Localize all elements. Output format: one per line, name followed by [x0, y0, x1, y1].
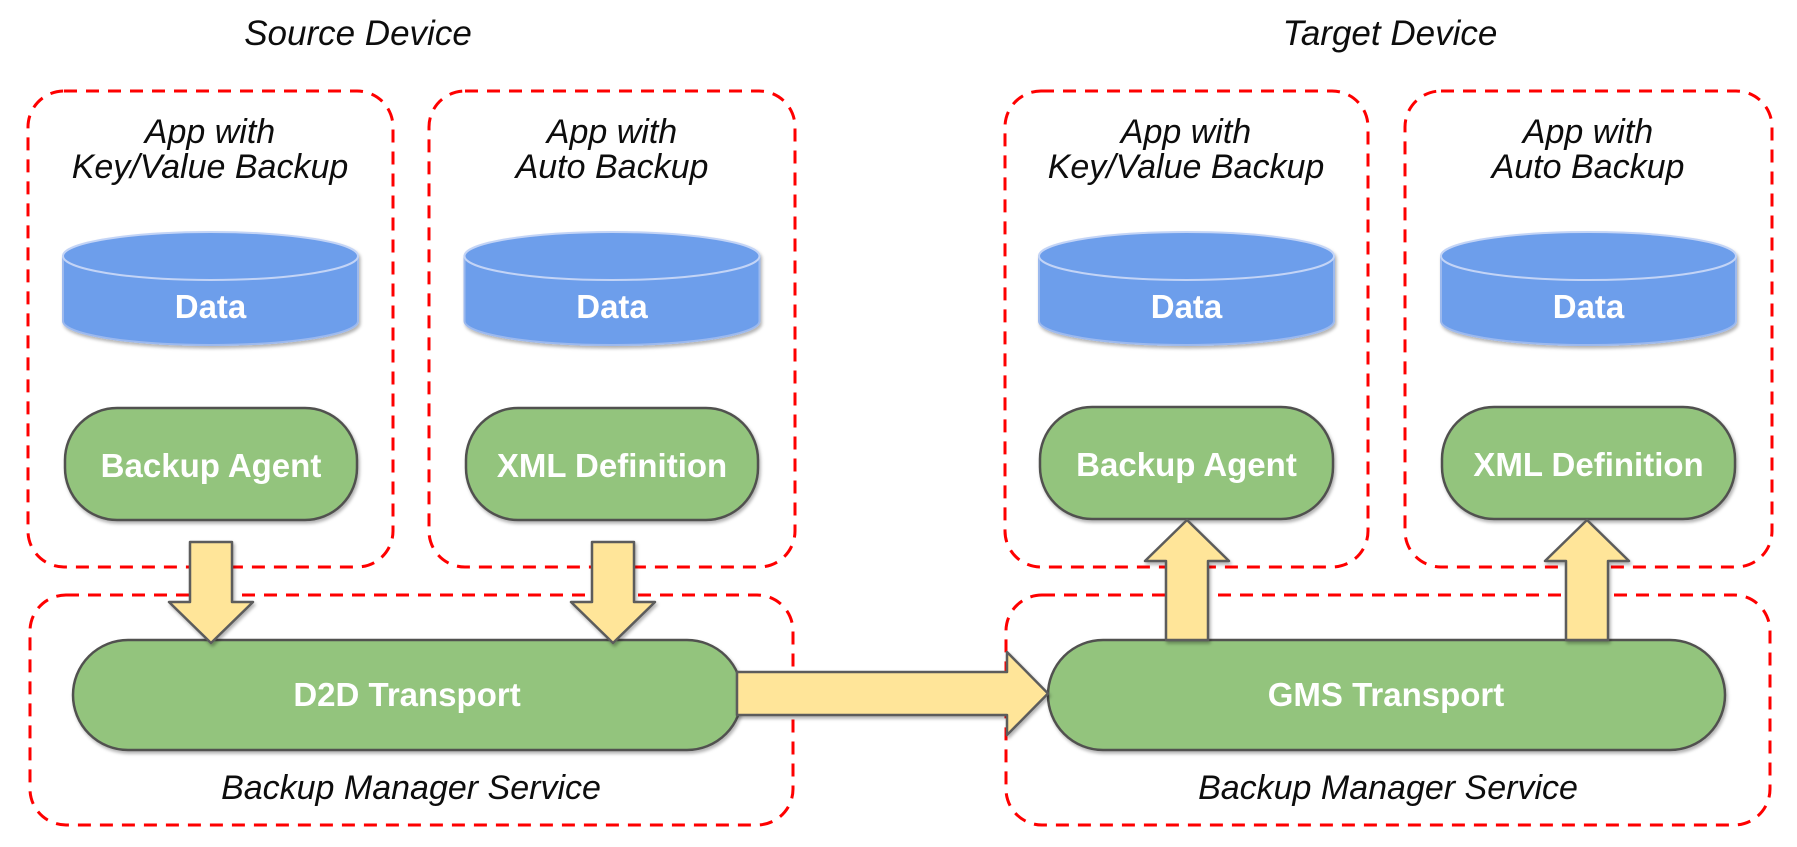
transport-pill: GMS Transport [1046, 638, 1727, 752]
component-pill-label: XML Definition [1473, 446, 1703, 483]
arrow-right-icon [735, 650, 1050, 737]
component-pill-label: Backup Agent [101, 447, 322, 484]
app-box-title-line1: App with [143, 113, 275, 151]
app-box-title-line2: Auto Backup [1490, 148, 1685, 186]
arrow-up-icon [1543, 518, 1631, 642]
data-cylinder-body [1038, 255, 1335, 346]
data-cylinder-body [463, 255, 761, 346]
app-box-target-auto: App with Auto Backup Data XML Definition [1403, 89, 1774, 569]
arrow-down-icon [569, 540, 657, 645]
transport-pill-label: GMS Transport [1268, 676, 1505, 713]
app-box-target-keyvalue: App with Key/Value Backup Data Backup Ag… [1003, 89, 1370, 569]
data-cylinder-top [62, 231, 359, 281]
target-device-title: Target Device [1283, 14, 1498, 53]
data-cylinder: Data [1440, 231, 1737, 346]
data-cylinder: Data [1038, 231, 1335, 346]
data-cylinder-body [62, 255, 359, 346]
data-cylinder: Data [463, 231, 761, 346]
data-cylinder-body [1440, 255, 1737, 346]
component-pill-label: XML Definition [497, 447, 727, 484]
component-pill-shape [1440, 405, 1737, 521]
data-cylinder-label: Data [1151, 288, 1223, 325]
data-cylinder: Data [62, 231, 359, 346]
source-device-title: Source Device [244, 14, 472, 53]
component-pill-shape [464, 406, 760, 522]
arrow-down-icon [167, 540, 255, 645]
service-box-target: GMS Transport Backup Manager Service [1004, 593, 1772, 827]
service-box-label: Backup Manager Service [1198, 769, 1578, 807]
app-box-title-line2: Key/Value Backup [1048, 148, 1325, 186]
data-cylinder-label: Data [576, 288, 648, 325]
service-box-label: Backup Manager Service [221, 769, 601, 807]
component-pill-label: Backup Agent [1076, 446, 1297, 483]
app-box-title-line2: Auto Backup [514, 148, 709, 186]
app-box-border [1403, 89, 1774, 569]
app-box-title-line1: App with [545, 113, 677, 151]
component-pill: Backup Agent [1038, 405, 1335, 521]
data-cylinder-top [1440, 231, 1737, 281]
app-box-source-auto: App with Auto Backup Data XML Definition [427, 89, 797, 569]
component-pill: XML Definition [1440, 405, 1737, 521]
data-cylinder-top [463, 231, 761, 281]
component-pill: Backup Agent [63, 406, 359, 522]
app-box-source-keyvalue: App with Key/Value Backup Data Backup Ag… [26, 89, 395, 569]
app-box-title-line1: App with [1119, 113, 1251, 151]
app-box-title-line1: App with [1521, 113, 1653, 151]
data-cylinder-label: Data [175, 288, 247, 325]
app-box-title-line2: Key/Value Backup [72, 148, 349, 186]
data-cylinder-label: Data [1553, 288, 1625, 325]
data-cylinder-top [1038, 231, 1335, 281]
component-pill: XML Definition [464, 406, 760, 522]
transport-pill: D2D Transport [71, 638, 744, 752]
service-box-source: D2D Transport Backup Manager Service [28, 593, 795, 827]
component-pill-shape [63, 406, 359, 522]
arrow-up-icon [1143, 518, 1231, 642]
transport-pill-label: D2D Transport [293, 676, 520, 713]
